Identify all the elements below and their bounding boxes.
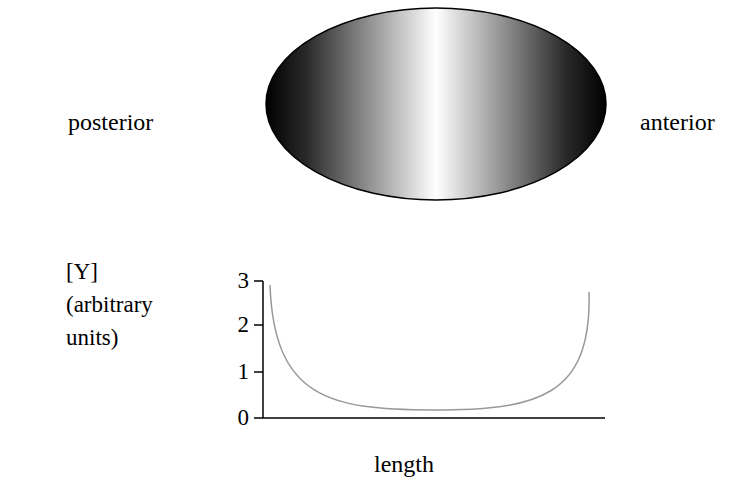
tick-number: 0: [238, 404, 250, 432]
axis-end-label: posterior: [68, 108, 153, 136]
axis-end-label: anterior: [640, 108, 715, 136]
x-axis-title: length: [374, 450, 434, 478]
embryo-ellipse: [266, 8, 606, 200]
tick-number: 3: [238, 267, 250, 295]
graph-axes: [254, 281, 605, 418]
concentration-curve: [270, 285, 589, 410]
tick-number: 1: [238, 358, 250, 386]
y-axis-title: [Y] (arbitrary units): [66, 255, 170, 354]
tick-number: 2: [238, 311, 250, 339]
